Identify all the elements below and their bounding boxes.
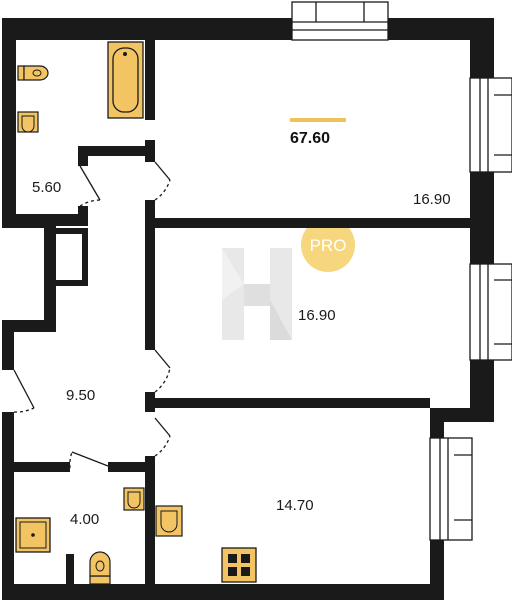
door-icon [154,417,171,457]
room-area-room-middle: 16.90 [298,307,336,324]
door-icon [154,161,171,201]
room-area-kitchen: 14.70 [276,497,314,514]
toilet-icon [17,65,49,81]
room-area-bathroom-2: 4.00 [70,511,99,528]
watermark-logo [222,248,292,340]
room-area-bathroom-1: 5.60 [32,179,61,196]
walls [2,18,494,600]
window-icon [429,437,473,541]
sink-icon [17,111,39,133]
room-area-hallway: 9.50 [66,387,95,404]
room-area-room-top: 16.90 [413,191,451,208]
door-icon [13,369,35,413]
svg-text:PRO: PRO [310,236,347,255]
total-area-bar [290,118,346,122]
window-icon [469,263,512,361]
total-area: 67.60 [290,130,330,147]
shower-icon [15,517,51,553]
bathtub-icon [107,41,144,119]
door-icon [154,349,171,393]
stove-icon [221,547,257,583]
sink-icon [155,505,183,537]
window-icon [469,77,512,173]
door-icon [79,165,101,207]
pro-badge: PRO [301,218,355,272]
door-icon [69,451,109,469]
window-icon [291,1,389,41]
sink-icon [123,487,145,511]
toilet-icon [89,551,111,585]
